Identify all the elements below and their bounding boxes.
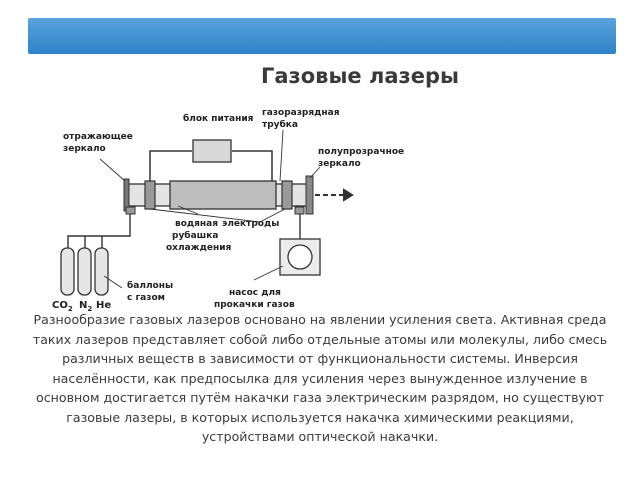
semi-transparent-mirror [305, 175, 314, 215]
gas-laser-diagram: отражающее зеркало блок питания газоразр… [52, 108, 404, 313]
label-gas-he: He [96, 300, 111, 311]
power-wires [149, 150, 273, 183]
gas-cylinders [60, 247, 109, 296]
power-supply-box [192, 139, 232, 163]
electrode-right [281, 180, 293, 210]
label-water-jacket-3: охлаждения [166, 243, 232, 253]
discharge-tube [169, 180, 277, 210]
description-paragraph: Разнообразие газовых лазеров основано на… [32, 312, 608, 444]
gas-feed-pipe [67, 214, 131, 248]
output-beam [315, 188, 354, 202]
header-banner [28, 18, 616, 54]
label-water-jacket-2: рубашка [172, 230, 218, 241]
label-reflective-mirror-1: отражающее [63, 132, 133, 142]
label-discharge-tube-2: трубка [262, 119, 298, 130]
leader-lines [99, 129, 321, 289]
label-gas-n2: N2 [79, 300, 92, 313]
label-reflective-mirror-2: зеркало [63, 144, 106, 154]
label-cylinders-2: с газом [127, 293, 165, 303]
page-title: Газовые лазеры [0, 64, 640, 88]
pump-wheel [287, 244, 313, 270]
label-gas-co2: CO2 [52, 300, 73, 313]
label-cylinders-1: баллоны [127, 280, 173, 291]
port-right [294, 206, 305, 215]
label-semi-mirror-2: зеркало [318, 159, 361, 169]
label-power-supply: блок питания [183, 113, 254, 124]
label-semi-mirror-1: полупрозрачное [318, 147, 404, 157]
label-pump-1: насос для [229, 288, 281, 298]
label-pump-2: прокачки газов [214, 300, 295, 310]
port-left [125, 206, 136, 215]
reflective-mirror [123, 178, 130, 212]
label-water-jacket-1: водяная [175, 219, 218, 229]
page-title-text: Газовые лазеры [260, 64, 460, 88]
electrode-left [144, 180, 156, 210]
label-electrodes: электроды [222, 219, 279, 229]
label-discharge-tube-1: газоразрядная [262, 108, 340, 118]
